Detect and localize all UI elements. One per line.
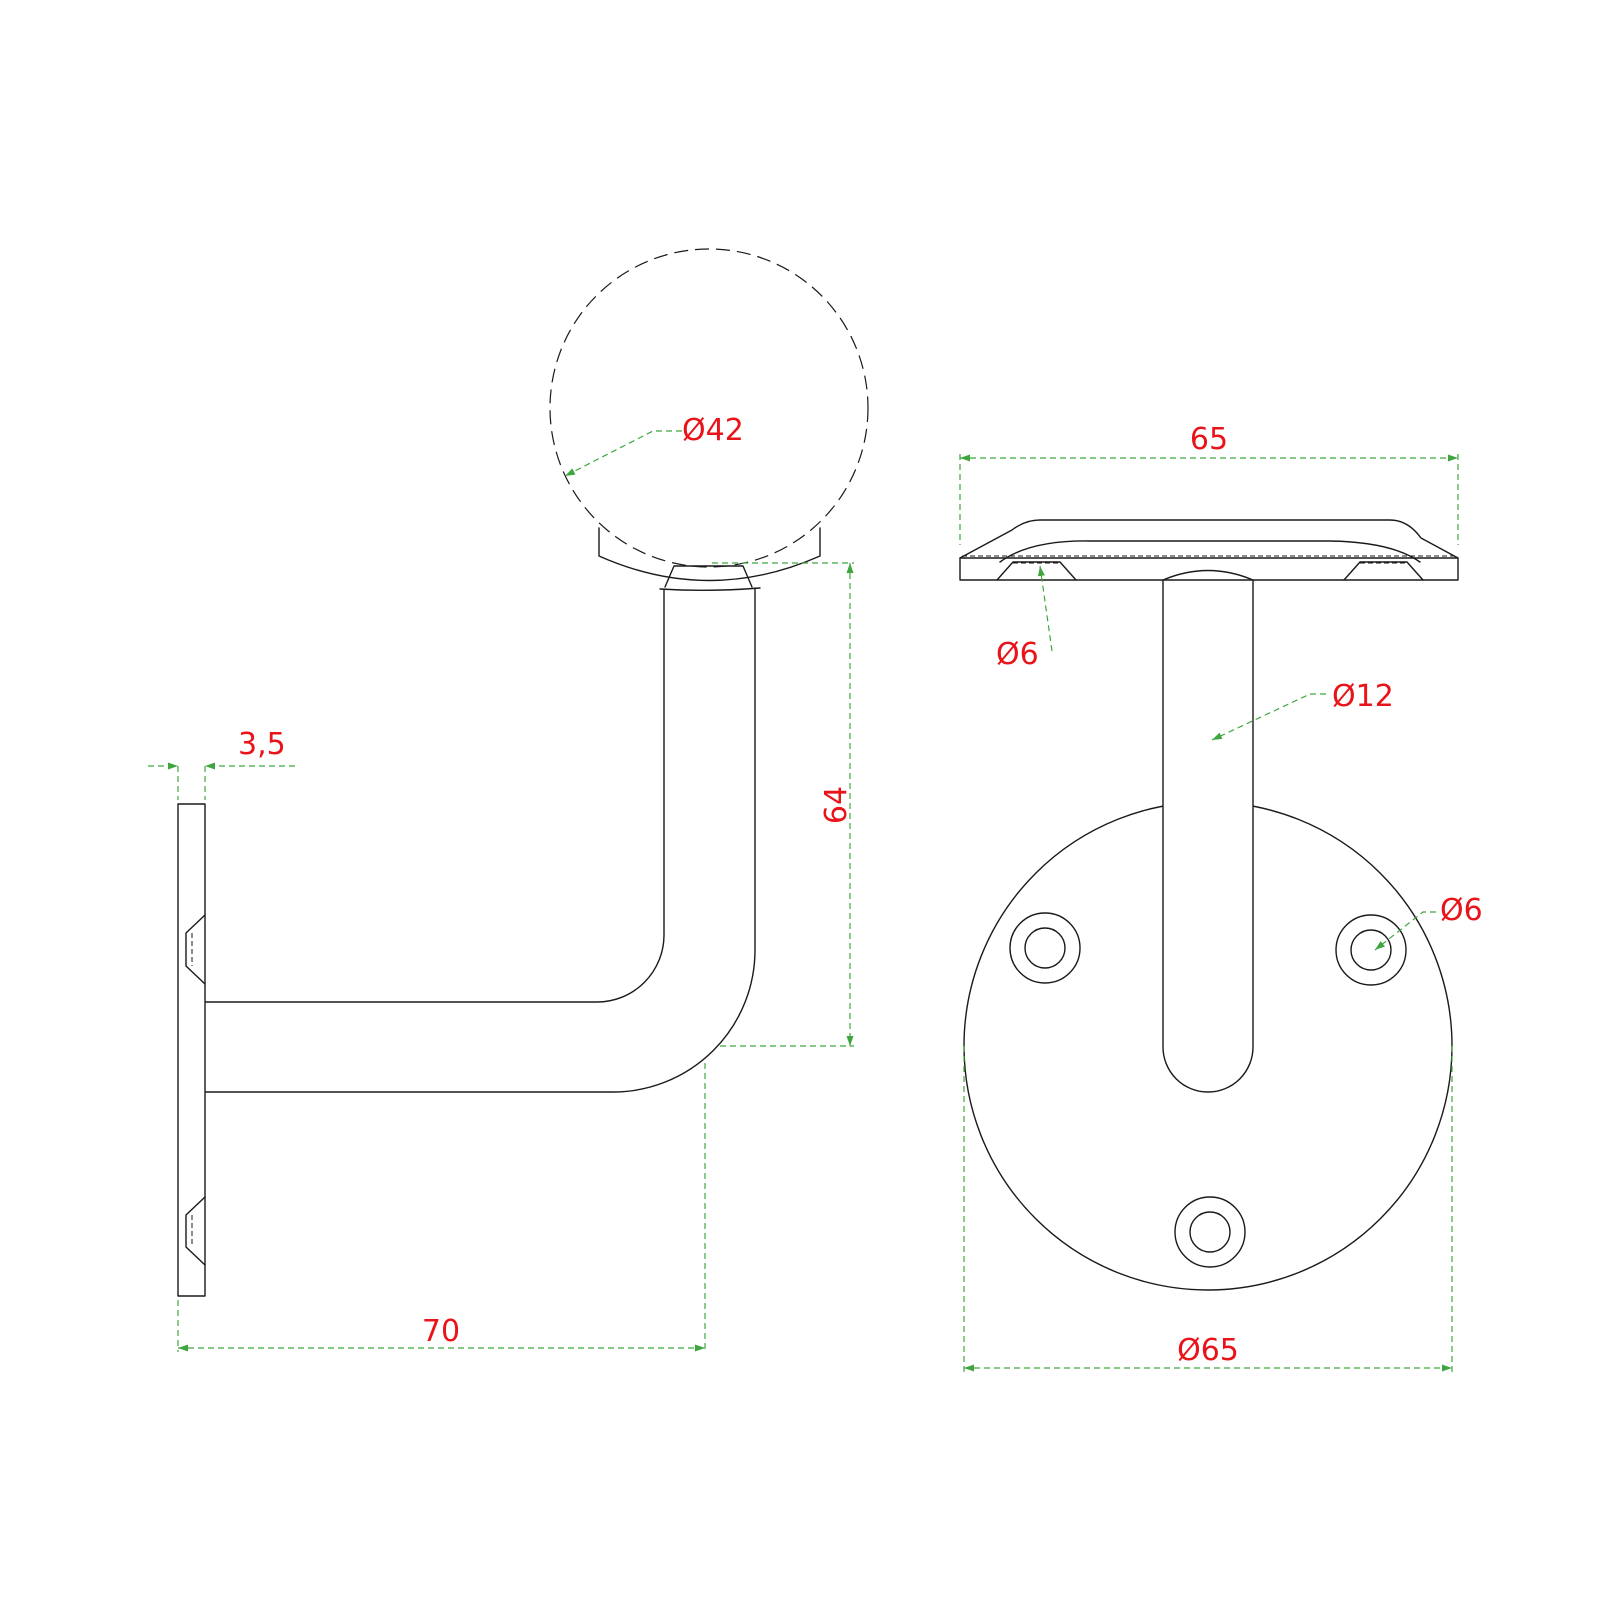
bar-diameter-leader — [1211, 693, 1326, 741]
plate-thickness-label: 3,5 — [238, 727, 286, 762]
rail-diameter-leader — [564, 430, 682, 477]
saddle-width-label: 65 — [1190, 422, 1228, 457]
bar-diameter-label: Ø12 — [1332, 679, 1394, 714]
saddle-inner-edge — [999, 540, 1421, 563]
front-view: 65 Ø6 Ø12 Ø6 Ø65 — [959, 422, 1483, 1372]
plate-hole-leader — [1374, 911, 1436, 951]
saddle-hole-leader — [1037, 565, 1053, 652]
plate-hole-label: Ø6 — [1440, 893, 1483, 928]
plate-hole-lower — [185, 1196, 206, 1266]
hole-upper-right-outer — [1335, 914, 1407, 986]
vertical-bar — [1162, 578, 1254, 1093]
saddle-hole-label: Ø6 — [996, 637, 1039, 672]
handrail-outline — [549, 248, 869, 568]
hole-upper-left-inner — [1024, 927, 1066, 969]
plate-diameter-label: Ø65 — [1177, 1333, 1239, 1368]
hole-upper-right-inner — [1350, 929, 1392, 971]
saddle-cup — [598, 527, 821, 582]
saddle-seat — [659, 587, 761, 591]
height-label: 64 — [819, 786, 854, 824]
saddle-body — [959, 519, 1459, 581]
rail-diameter-label: Ø42 — [682, 413, 744, 448]
plate-hole-upper — [185, 914, 206, 985]
saddle-hole-right — [1343, 561, 1424, 581]
plate-holes — [1009, 912, 1407, 1268]
hole-bottom-inner — [1189, 1211, 1231, 1253]
saddle-bar-seat — [1162, 569, 1254, 581]
hole-upper-left-outer — [1009, 912, 1081, 984]
saddle-hole-left — [996, 561, 1077, 581]
bracket-bar — [205, 587, 756, 1093]
wall-plate — [177, 803, 206, 1297]
side-view: Ø42 3,5 64 70 — [148, 248, 869, 1352]
saddle-countersink — [664, 565, 753, 588]
projection-label: 70 — [422, 1314, 460, 1349]
hole-bottom-outer — [1174, 1196, 1246, 1268]
